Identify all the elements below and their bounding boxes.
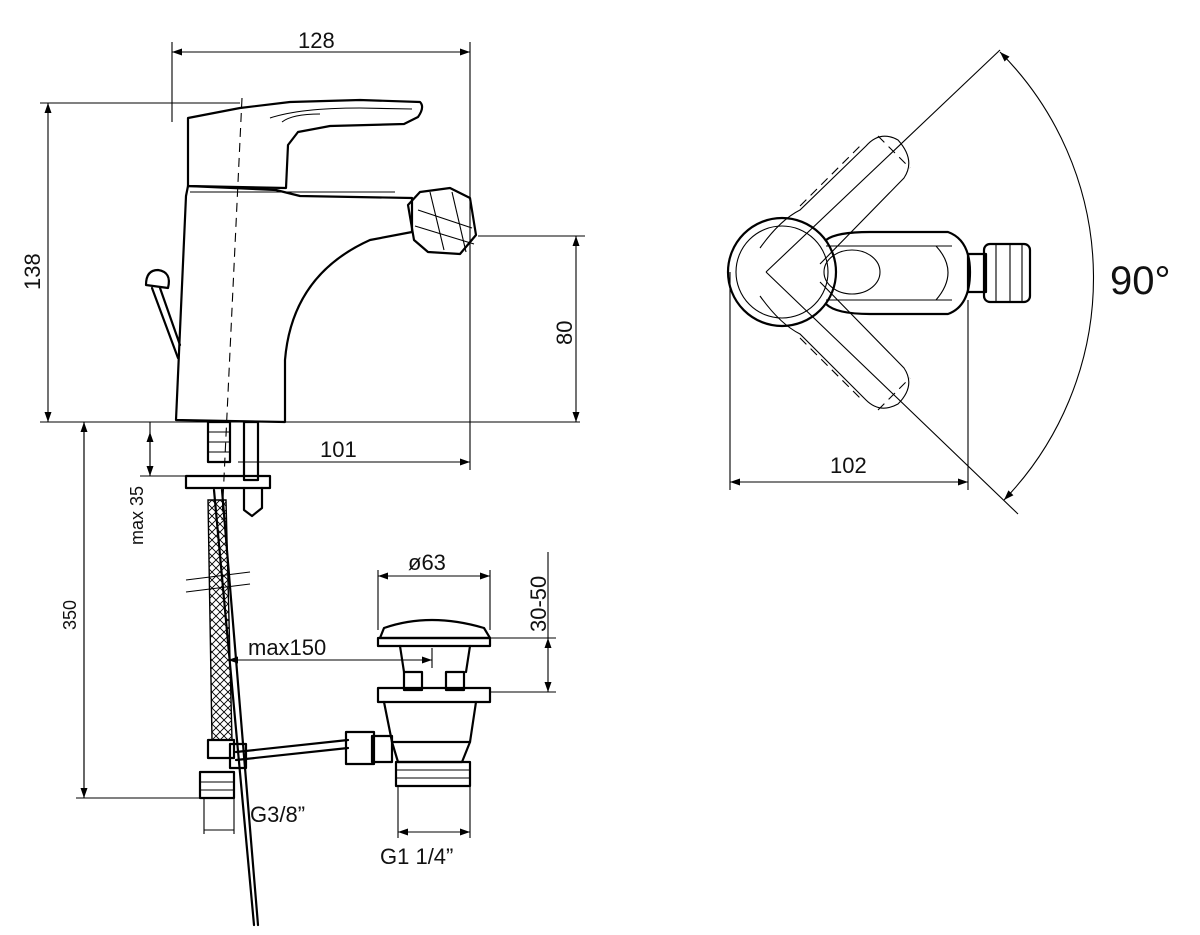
- label-drain-range: 30-50: [526, 576, 551, 632]
- drain-plug: [378, 618, 492, 640]
- label-rod-reach: max150: [248, 635, 326, 660]
- label-top-width: 102: [830, 453, 867, 478]
- label-overall-height: 138: [20, 253, 45, 290]
- label-swivel-angle: 90°: [1110, 259, 1171, 303]
- label-max-thickness: max 35: [127, 486, 147, 545]
- bidet-nozzle: [406, 186, 478, 256]
- label-spout-height: 80: [552, 321, 577, 345]
- drain-assembly: [228, 618, 492, 788]
- faucet-body: [174, 184, 414, 424]
- label-hose-thread: G3/8”: [250, 802, 305, 827]
- braided-hose: [207, 499, 233, 741]
- label-drain-thread: G1 1/4”: [380, 844, 453, 869]
- top-nozzle: [966, 242, 1032, 304]
- popup-knob: [144, 268, 182, 360]
- faucet-side-view: [144, 97, 478, 927]
- lever-handle: [186, 98, 424, 190]
- label-spout-reach: 101: [320, 437, 357, 462]
- label-overall-width: 128: [298, 28, 335, 53]
- faucet-top-view: [726, 49, 1095, 515]
- label-drain-diameter: ø63: [408, 550, 446, 575]
- dimension-lines: [40, 42, 585, 838]
- top-body: [824, 230, 972, 316]
- label-hose-length: 350: [60, 600, 80, 630]
- mounting-studs: [184, 420, 272, 518]
